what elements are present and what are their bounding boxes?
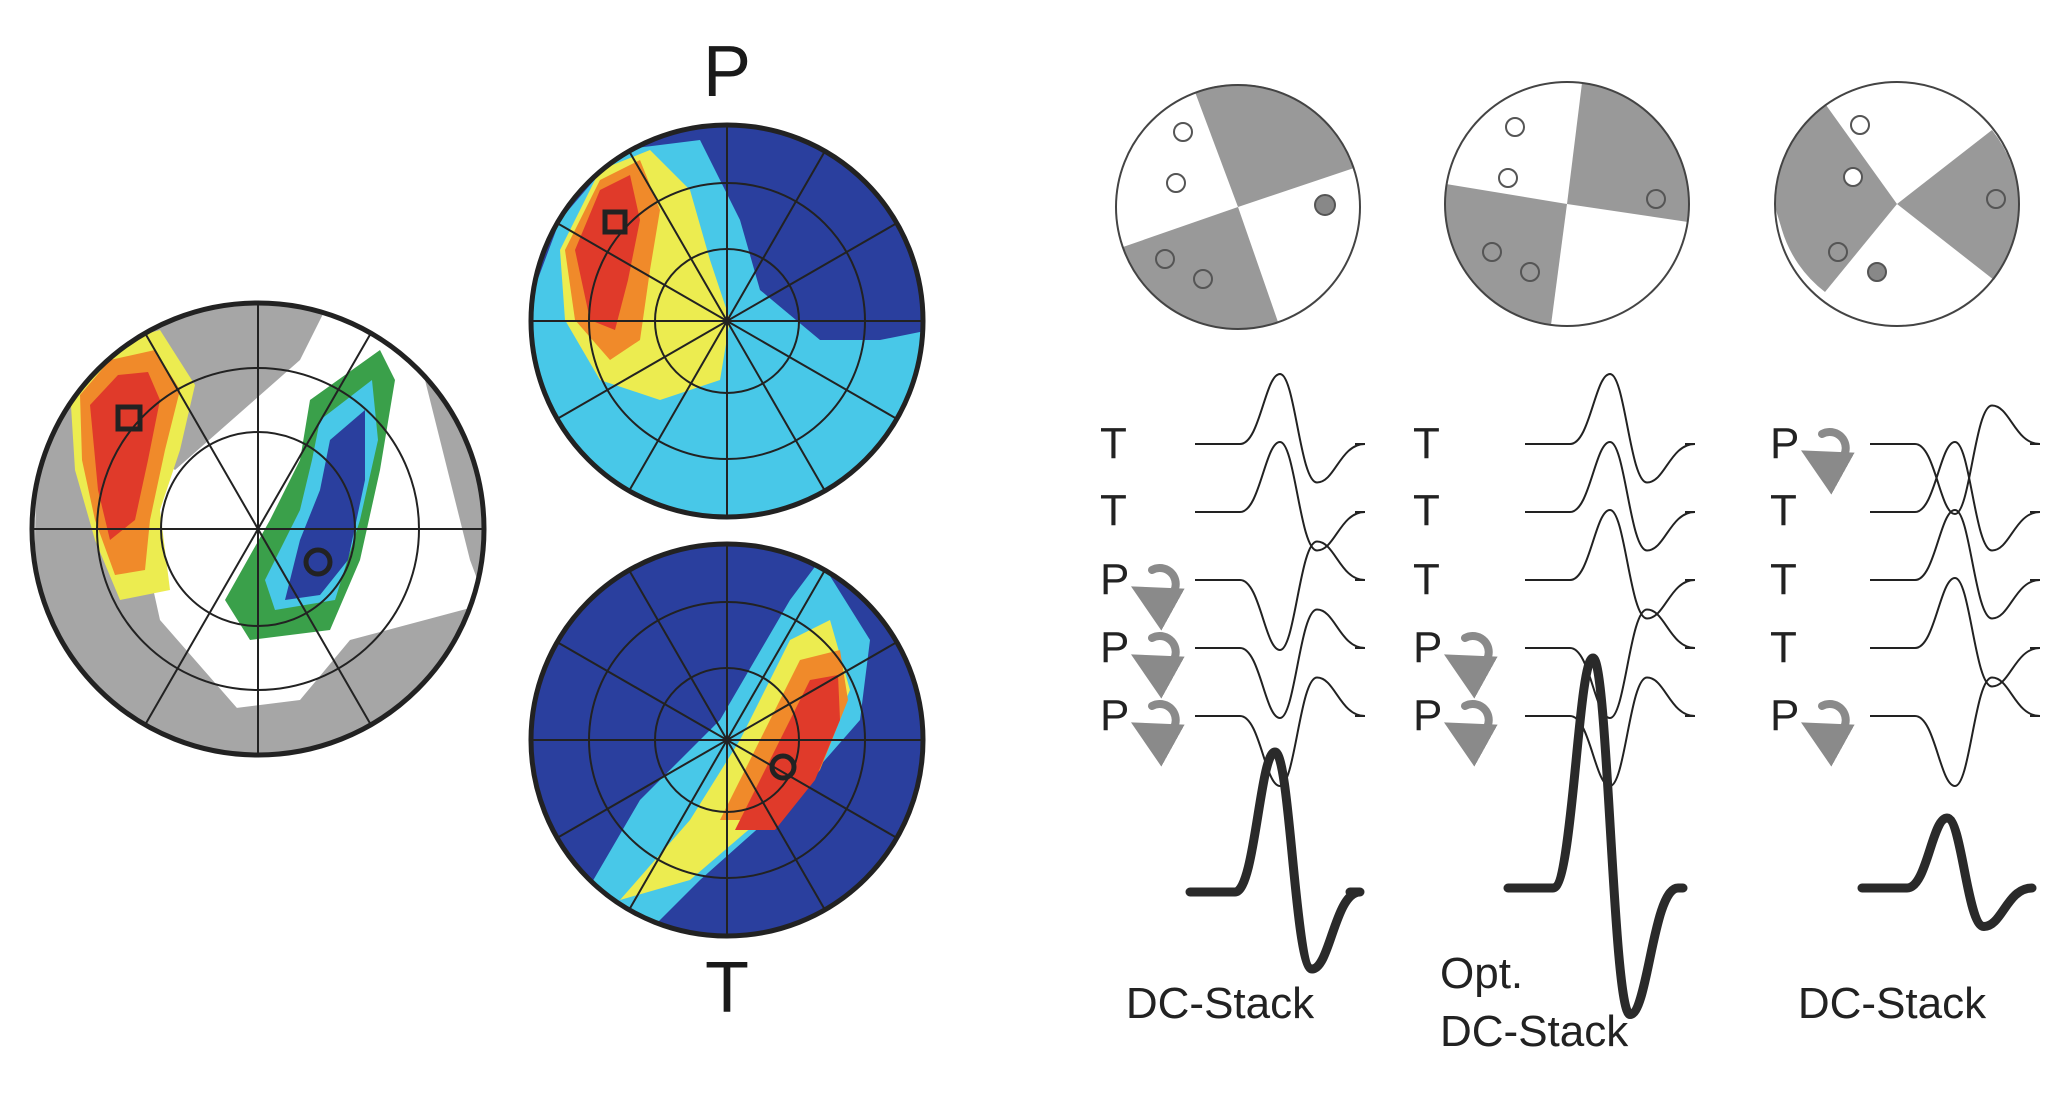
column-3-labels: P T T T P (1770, 419, 1799, 740)
caption-dc-stack-2: DC-Stack (1440, 1007, 1629, 1056)
trace-label: T (1100, 486, 1127, 535)
trace-label: T (1413, 555, 1440, 604)
rotate-arrow-icon (1443, 632, 1498, 699)
rotate-icons (1130, 428, 1855, 767)
caption-opt-line: Opt. (1440, 949, 1523, 998)
t-axis-stereonet-outline (528, 541, 926, 939)
trace-label: T (1100, 419, 1127, 468)
circle-marker-icon (769, 753, 797, 781)
trace-label: T (1770, 555, 1797, 604)
seismogram-trace (1870, 404, 2041, 516)
trace-label: T (1770, 623, 1797, 672)
trace-label: T (1413, 419, 1440, 468)
seismogram-trace (1525, 440, 1696, 552)
square-marker-icon (115, 404, 143, 432)
p-axis-label: P (703, 32, 751, 112)
trace-label: P (1100, 623, 1129, 672)
trace-label: P (1770, 691, 1799, 740)
rotate-arrow-icon (1800, 428, 1855, 495)
seismogram-trace (1195, 540, 1366, 652)
seismogram-trace (1870, 576, 2041, 688)
caption-dc-stack-3: DC-Stack (1798, 979, 1987, 1028)
p-axis-stereonet (531, 125, 923, 517)
seismogram-trace (1870, 440, 2041, 552)
seismogram-trace (1870, 508, 2041, 620)
combined-stereonet (32, 303, 484, 755)
seismogram-trace (1195, 372, 1366, 484)
seismogram-trace (1870, 676, 2041, 788)
seismogram-trace (1195, 440, 1366, 552)
trace-label: P (1770, 419, 1799, 468)
trace-label: T (1770, 486, 1797, 535)
square-marker-icon (602, 209, 628, 235)
column-1-labels: T T P P P (1100, 419, 1129, 740)
t-axis-label: T (705, 948, 749, 1028)
dc-stack-trace (1857, 813, 2037, 931)
beachball-3 (1774, 81, 2020, 327)
dc-stack-trace (1185, 747, 1365, 974)
dc-stack-trace (1503, 653, 1688, 1019)
trace-label: P (1413, 623, 1442, 672)
seismogram-trace (1195, 676, 1366, 788)
trace-label: P (1413, 691, 1442, 740)
seismogram-trace (1525, 676, 1696, 788)
dc-stack-traces (1185, 653, 2037, 1019)
beachball-2 (1444, 81, 1690, 327)
combined-stereonet-outline (29, 300, 487, 758)
rotate-arrow-icon (1130, 632, 1185, 699)
seismogram-trace (1195, 608, 1366, 720)
trace-label: T (1413, 486, 1440, 535)
rotate-arrow-icon (1130, 700, 1185, 767)
seismogram-trace (1525, 508, 1696, 620)
seismogram-trace (1525, 372, 1696, 484)
beachball-1 (1115, 84, 1361, 330)
rotate-arrow-icon (1130, 564, 1185, 631)
column-2-labels: T T T P P (1413, 419, 1442, 740)
seismogram-traces (1195, 372, 2041, 788)
rotate-arrow-icon (1443, 700, 1498, 767)
rotate-arrow-icon (1800, 700, 1855, 767)
caption-dc-stack-1: DC-Stack (1126, 979, 1315, 1028)
trace-label: P (1100, 555, 1129, 604)
seismogram-trace (1525, 608, 1696, 720)
trace-label: P (1100, 691, 1129, 740)
p-axis-stereonet-outline (528, 122, 926, 520)
circle-marker-icon (303, 547, 333, 577)
t-axis-stereonet (531, 544, 923, 936)
